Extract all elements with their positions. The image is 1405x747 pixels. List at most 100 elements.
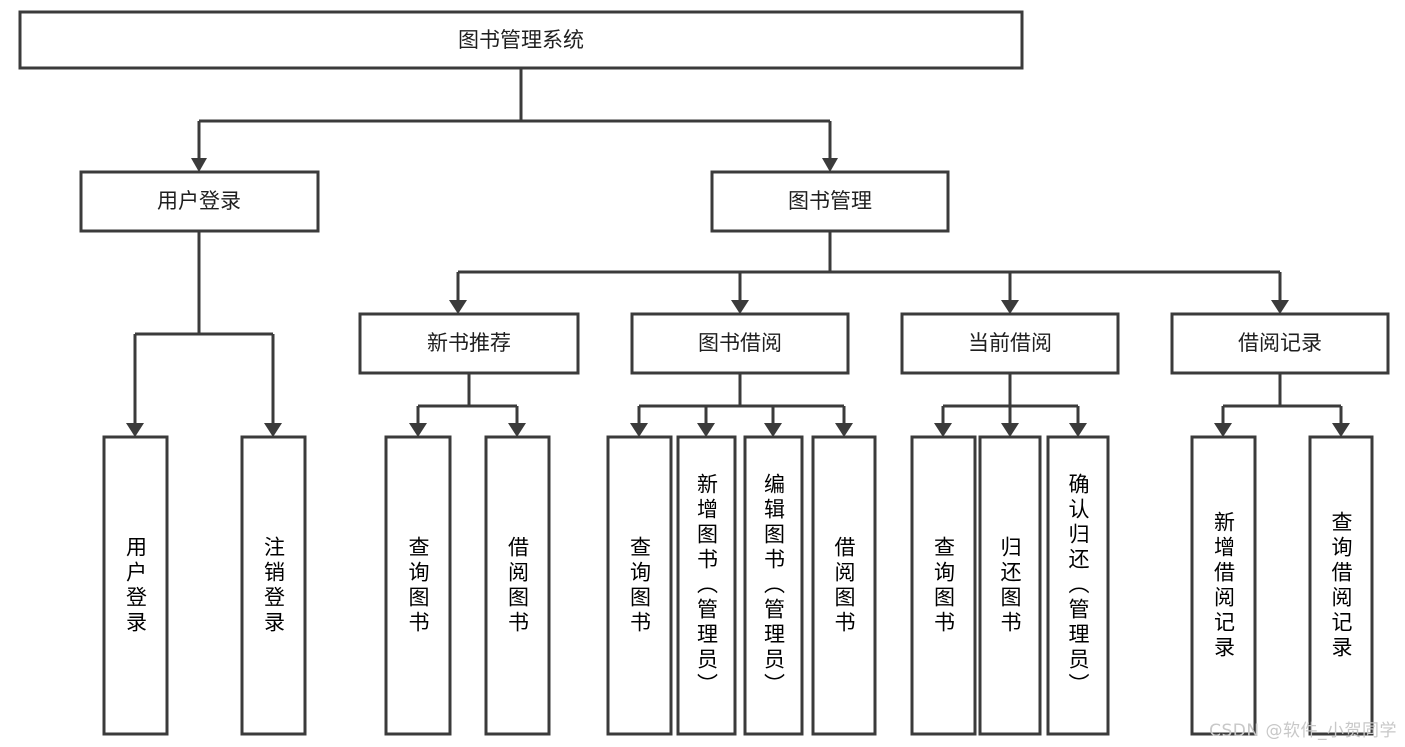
node-book-management-label: 图书管理 bbox=[788, 189, 872, 213]
node-leaf-borrow-book-2[interactable]: 借阅图书 bbox=[811, 435, 877, 736]
node-leaf-query-book-1-textwrap: 查询图书 bbox=[406, 536, 430, 636]
node-new-book-recommend[interactable]: 新书推荐 bbox=[358, 312, 580, 375]
node-current-borrow-box[interactable] bbox=[900, 312, 1120, 375]
node-current-borrow-label: 当前借阅 bbox=[968, 331, 1052, 355]
node-leaf-query-book-2-textwrap: 查询图书 bbox=[627, 535, 652, 636]
arrow-to-leaf-query-book-3 bbox=[934, 423, 952, 437]
node-leaf-query-book-2-label: 查询图书 bbox=[627, 535, 652, 636]
node-leaf-user-login[interactable]: 用户登录 bbox=[102, 435, 169, 736]
node-leaf-confirm-return-textwrap: 确认归还（管理员） bbox=[1066, 473, 1090, 698]
node-user-login[interactable]: 用户登录 bbox=[79, 170, 320, 233]
node-leaf-query-record-label: 查询借阅记录 bbox=[1329, 510, 1353, 661]
arrow-to-leaf-query-book-1 bbox=[409, 423, 427, 437]
node-leaf-return-book-box[interactable] bbox=[978, 435, 1042, 736]
node-leaf-user-login-box[interactable] bbox=[102, 435, 169, 736]
node-leaf-logout-login-label: 注销登录 bbox=[261, 535, 286, 636]
arrow-to-new-book-recommend bbox=[449, 300, 467, 314]
node-leaf-logout-login-textwrap: 注销登录 bbox=[261, 535, 286, 636]
connector-root-to-level2 bbox=[197, 68, 832, 158]
arrow-to-leaf-return-book bbox=[1001, 423, 1019, 437]
node-leaf-query-record-box[interactable] bbox=[1308, 435, 1374, 736]
node-book-borrow-label: 图书借阅 bbox=[698, 331, 782, 355]
connector-book-management-to-level3 bbox=[456, 231, 1282, 300]
arrow-to-leaf-logout-login bbox=[264, 423, 282, 437]
node-new-book-recommend-box[interactable] bbox=[358, 312, 580, 375]
node-leaf-edit-book-label: 编辑图书（管理员） bbox=[761, 473, 786, 698]
node-leaf-return-book[interactable]: 归还图书 bbox=[978, 435, 1042, 736]
node-leaf-add-record[interactable]: 新增借阅记录 bbox=[1190, 435, 1257, 736]
node-root[interactable]: 图书管理系统 bbox=[18, 10, 1024, 70]
arrow-to-leaf-add-record bbox=[1214, 423, 1232, 437]
node-leaf-user-login-textwrap: 用户登录 bbox=[123, 535, 148, 636]
arrow-to-leaf-borrow-book-1 bbox=[508, 423, 526, 437]
node-leaf-borrow-book-1-box[interactable] bbox=[484, 435, 551, 736]
node-leaf-query-book-2[interactable]: 查询图书 bbox=[606, 435, 673, 736]
node-book-management[interactable]: 图书管理 bbox=[710, 170, 950, 233]
node-leaf-add-record-label: 新增借阅记录 bbox=[1211, 510, 1236, 661]
node-root-box[interactable] bbox=[18, 10, 1024, 70]
arrow-to-leaf-query-record bbox=[1332, 423, 1350, 437]
node-leaf-query-book-3-textwrap: 查询图书 bbox=[931, 535, 956, 636]
node-leaf-confirm-return[interactable]: 确认归还（管理员） bbox=[1046, 435, 1110, 736]
node-leaf-return-book-label: 归还图书 bbox=[998, 535, 1022, 636]
node-leaf-query-book-2-box[interactable] bbox=[606, 435, 673, 736]
connectors bbox=[126, 68, 1350, 437]
node-leaf-add-book-textwrap: 新增图书（管理员） bbox=[694, 473, 719, 698]
arrow-to-user-login bbox=[191, 158, 207, 172]
node-leaf-query-book-3[interactable]: 查询图书 bbox=[910, 435, 977, 736]
arrow-to-book-management bbox=[822, 158, 838, 172]
node-leaf-logout-login-box[interactable] bbox=[240, 435, 307, 736]
node-leaf-borrow-book-2-box[interactable] bbox=[811, 435, 877, 736]
node-book-management-box[interactable] bbox=[710, 170, 950, 233]
arrow-to-leaf-borrow-book-2 bbox=[835, 423, 853, 437]
node-leaf-add-record-textwrap: 新增借阅记录 bbox=[1211, 510, 1236, 661]
node-leaf-query-book-1[interactable]: 查询图书 bbox=[384, 435, 452, 736]
node-borrow-record-label: 借阅记录 bbox=[1238, 331, 1322, 355]
arrow-to-current-borrow bbox=[1001, 300, 1019, 314]
arrow-to-leaf-query-book-2 bbox=[630, 423, 648, 437]
node-leaf-add-book[interactable]: 新增图书（管理员） bbox=[676, 435, 737, 736]
node-leaf-user-login-label: 用户登录 bbox=[123, 535, 148, 636]
node-user-login-label: 用户登录 bbox=[157, 189, 241, 213]
node-leaf-return-book-textwrap: 归还图书 bbox=[998, 535, 1022, 636]
node-book-borrow[interactable]: 图书借阅 bbox=[630, 312, 850, 375]
connector-book-borrow-to-leaves bbox=[637, 373, 846, 423]
node-leaf-logout-login[interactable]: 注销登录 bbox=[240, 435, 307, 736]
node-leaf-query-record[interactable]: 查询借阅记录 bbox=[1308, 435, 1374, 736]
node-leaf-query-book-3-box[interactable] bbox=[910, 435, 977, 736]
node-leaf-borrow-book-2-label: 借阅图书 bbox=[832, 535, 856, 636]
node-leaf-edit-book-box[interactable] bbox=[743, 435, 804, 736]
connector-new-book-recommend-to-leaves bbox=[416, 373, 519, 423]
arrow-to-leaf-add-book bbox=[697, 423, 715, 437]
arrow-to-borrow-record bbox=[1271, 300, 1289, 314]
node-leaf-query-book-3-label: 查询图书 bbox=[931, 535, 956, 636]
connector-borrow-record-to-leaves bbox=[1221, 373, 1343, 423]
node-leaf-borrow-book-1-textwrap: 借阅图书 bbox=[505, 535, 530, 636]
node-leaf-add-book-box[interactable] bbox=[676, 435, 737, 736]
node-leaf-edit-book-textwrap: 编辑图书（管理员） bbox=[761, 473, 786, 698]
node-borrow-record-box[interactable] bbox=[1170, 312, 1390, 375]
node-leaf-add-book-label: 新增图书（管理员） bbox=[694, 473, 719, 698]
node-leaf-add-record-box[interactable] bbox=[1190, 435, 1257, 736]
arrow-to-leaf-user-login bbox=[126, 423, 144, 437]
connector-current-borrow-to-leaves bbox=[941, 373, 1080, 423]
node-leaf-confirm-return-label: 确认归还（管理员） bbox=[1066, 473, 1090, 698]
node-leaf-borrow-book-1-label: 借阅图书 bbox=[505, 535, 530, 636]
node-new-book-recommend-label: 新书推荐 bbox=[427, 331, 511, 355]
node-leaf-edit-book[interactable]: 编辑图书（管理员） bbox=[743, 435, 804, 736]
connector-user-login-to-leaves bbox=[133, 231, 275, 423]
node-leaf-query-record-textwrap: 查询借阅记录 bbox=[1329, 510, 1353, 661]
arrow-to-leaf-confirm-return bbox=[1069, 423, 1087, 437]
node-user-login-box[interactable] bbox=[79, 170, 320, 233]
node-current-borrow[interactable]: 当前借阅 bbox=[900, 312, 1120, 375]
node-leaf-query-book-1-box[interactable] bbox=[384, 435, 452, 736]
node-book-borrow-box[interactable] bbox=[630, 312, 850, 375]
node-root-label: 图书管理系统 bbox=[458, 28, 584, 52]
arrow-to-leaf-edit-book bbox=[764, 423, 782, 437]
node-borrow-record[interactable]: 借阅记录 bbox=[1170, 312, 1390, 375]
node-leaf-borrow-book-1[interactable]: 借阅图书 bbox=[484, 435, 551, 736]
node-leaf-borrow-book-2-textwrap: 借阅图书 bbox=[832, 535, 856, 636]
node-leaf-confirm-return-box[interactable] bbox=[1046, 435, 1110, 736]
